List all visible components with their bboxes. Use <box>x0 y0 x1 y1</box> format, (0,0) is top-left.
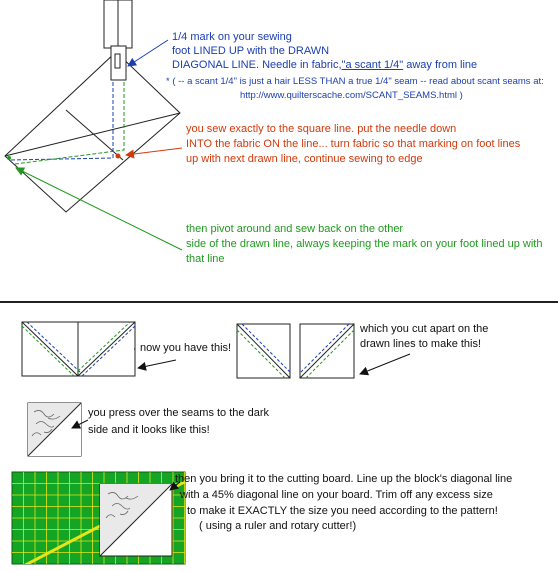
cutting-board <box>11 471 186 565</box>
sewing-foot <box>103 0 133 81</box>
pointer-square <box>125 147 183 159</box>
pointer-have-arrow <box>137 359 177 371</box>
cut-piece-left <box>236 323 291 379</box>
note-board-line2: with a 45% diagonal line on your board. … <box>180 489 493 501</box>
note-foot-line4: * ( -- a scant 1/4" is just a hair LESS … <box>166 76 544 87</box>
note-pivot-line2: side of the drawn line, always keeping t… <box>186 238 543 250</box>
note-square-line3: up with next drawn line, continue sewing… <box>186 153 423 165</box>
pointer-cut <box>359 353 411 376</box>
seam-line-blue <box>9 58 114 161</box>
note-cut-line1: which you cut apart on the <box>360 323 489 335</box>
note-cut-line2: drawn lines to make this! <box>360 338 482 350</box>
note-square-line1: you sew exactly to the square line. put … <box>186 123 457 135</box>
note-board-line3: to make it EXACTLY the size you need acc… <box>187 505 498 517</box>
note-press-line1: you press over the seams to the dark <box>88 407 269 419</box>
note-pivot-line1: then pivot around and sew back on the ot… <box>186 223 404 235</box>
note-foot-line3-tail: away from line <box>403 59 478 71</box>
diamond-square <box>4 51 181 213</box>
note-board-line4: ( using a ruler and rotary cutter!) <box>199 520 357 532</box>
diamond-square-group <box>4 51 181 213</box>
note-foot-line3-text: DIAGONAL LINE. Needle in fabric, <box>172 59 342 71</box>
note-square-line2: INTO the fabric ON the line... turn fabr… <box>186 138 521 150</box>
diamond-diagonal <box>4 112 181 157</box>
pointer-press <box>71 419 89 429</box>
note-foot-line2: foot LINED UP with the DRAWN <box>172 45 330 57</box>
sewn-rectangle <box>21 321 136 377</box>
pointer-foot <box>127 39 169 67</box>
scant-quarter-link[interactable]: "a scant 1/4" <box>341 59 404 71</box>
note-board-line1: then you bring it to the cutting board. … <box>175 473 513 485</box>
cut-piece-right <box>299 323 355 379</box>
pressed-square <box>27 402 82 457</box>
board-block <box>99 483 173 557</box>
pivot-point <box>115 153 121 159</box>
pointer-board <box>169 481 181 491</box>
diamond-drawn-line <box>65 109 124 161</box>
note-pivot-line3: that line <box>186 253 225 265</box>
start-point <box>7 156 11 160</box>
note-foot-line1: 1/4 mark on your sewing <box>172 31 292 43</box>
note-press-line2: side and it looks like this! <box>88 424 210 436</box>
scant-seams-url[interactable]: http://www.quilterscache.com/SCANT_SEAMS… <box>240 90 463 101</box>
note-foot-line3: DIAGONAL LINE. Needle in fabric,"a scant… <box>172 58 477 72</box>
pointer-pivot <box>15 167 183 251</box>
seam-line-green <box>14 58 125 165</box>
note-have: now you have this! <box>140 342 232 354</box>
needle <box>114 53 121 69</box>
